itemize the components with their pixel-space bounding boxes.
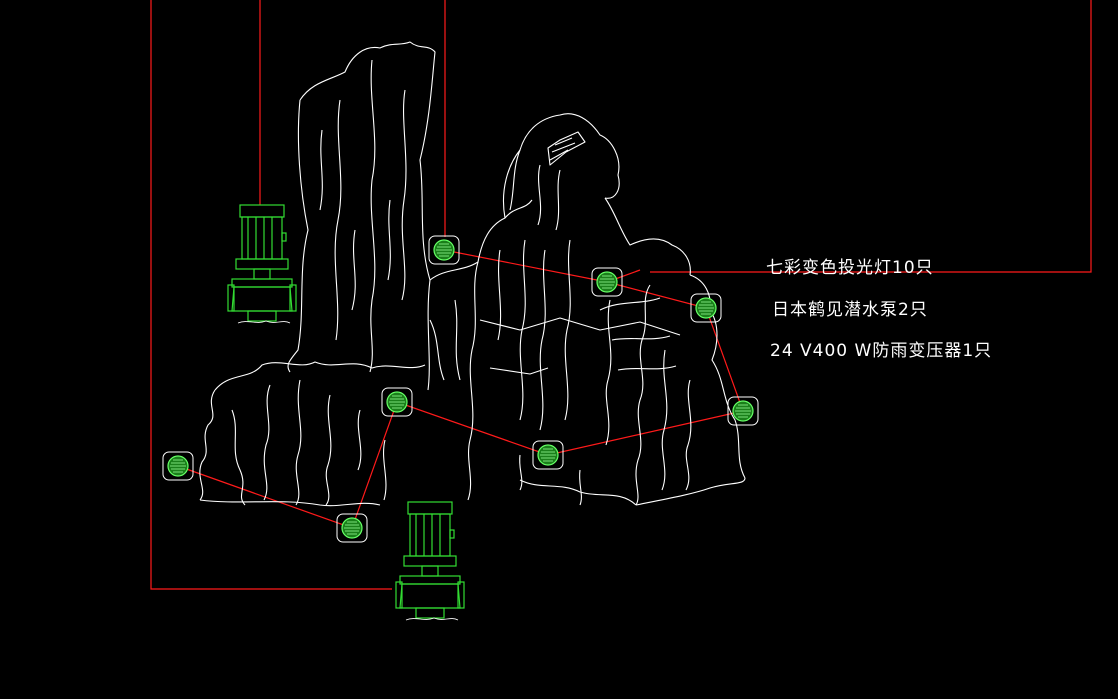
spotlight-icon bbox=[162, 451, 194, 481]
outer-boundary-line bbox=[150, 0, 392, 590]
spotlight-icon bbox=[428, 235, 460, 265]
rockery-outline bbox=[199, 41, 746, 507]
legend-pumps: 日本鹤见潜水泵2只 bbox=[772, 300, 928, 320]
power-wiring bbox=[150, 0, 1092, 590]
submersible-pump-icon bbox=[227, 204, 297, 324]
spotlight-icon bbox=[336, 513, 368, 543]
light-circuit-upper bbox=[443, 249, 744, 412]
right-boundary-line bbox=[650, 0, 1092, 273]
spotlight-icon bbox=[727, 396, 759, 426]
submersible-pump-icon bbox=[395, 501, 465, 621]
legend-transformer: 24 V400 W防雨变压器1只 bbox=[770, 341, 993, 361]
spotlight-icon bbox=[381, 387, 413, 417]
spotlights bbox=[162, 235, 759, 543]
light-circuit-lower bbox=[177, 401, 744, 529]
legend-spotlights: 七彩变色投光灯10只 bbox=[766, 258, 934, 278]
spotlight-icon bbox=[532, 440, 564, 470]
spotlight-icon bbox=[591, 267, 623, 297]
spotlight-icon bbox=[690, 293, 722, 323]
